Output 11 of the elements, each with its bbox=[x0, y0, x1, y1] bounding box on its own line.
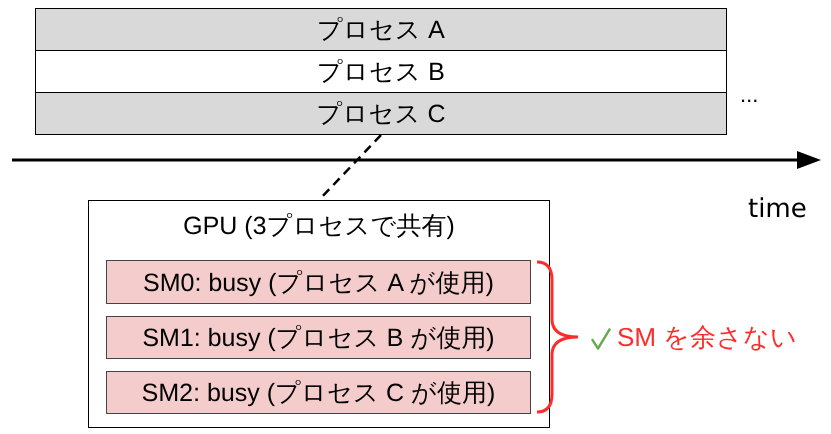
process-bar: プロセス C bbox=[35, 92, 727, 135]
sm-status-box: SM0: busy (プロセス A が使用) bbox=[106, 260, 531, 304]
box-title: GPU (3プロセスで共有) bbox=[183, 212, 455, 241]
process-bar: プロセス B bbox=[35, 50, 727, 93]
axis-label: time bbox=[748, 196, 807, 222]
sm-status-box: SM1: busy (プロセス B が使用) bbox=[106, 316, 531, 359]
process-bar: プロセス A bbox=[35, 8, 727, 51]
sm-status-box: SM2: busy (プロセス C が使用) bbox=[106, 371, 531, 414]
gpu-box bbox=[88, 200, 550, 428]
ellipsis-text: ... bbox=[740, 84, 758, 106]
annotation-text: SM を余さない bbox=[617, 324, 798, 350]
